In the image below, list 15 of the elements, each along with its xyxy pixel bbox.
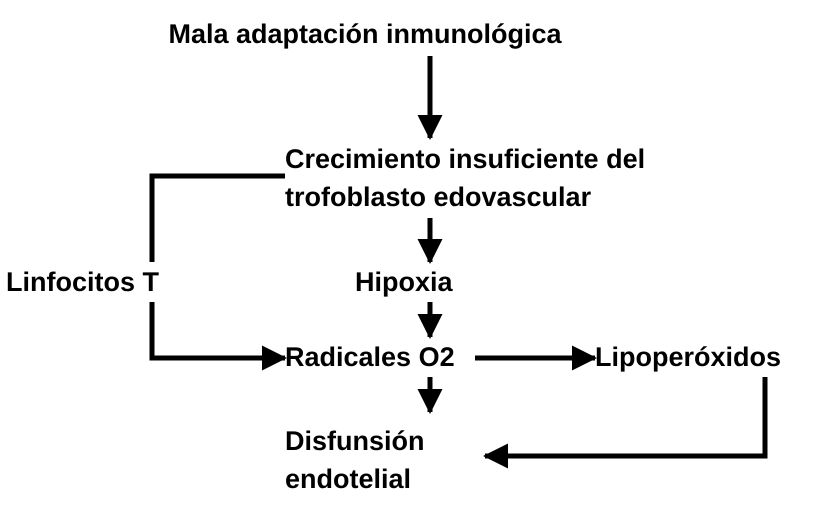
arrow (418, 218, 442, 264)
arrow (483, 377, 768, 468)
node-text: Linfocitos T (6, 266, 159, 299)
connector-line (150, 174, 285, 262)
arrow (475, 346, 597, 370)
node-text: Mala adaptación inmunológica (168, 18, 562, 51)
node-text: Hipoxia (355, 266, 453, 299)
arrow (150, 302, 287, 370)
arrow (418, 377, 442, 414)
node-text: Radicales O2 (285, 341, 455, 374)
node-text: Crecimiento insuficiente del trofoblasto edovascular (285, 143, 646, 214)
node-text: Lipoperóxidos (595, 341, 782, 374)
arrow (418, 56, 442, 140)
node-text: Disfunsión endotelial (285, 425, 426, 496)
arrow (418, 302, 442, 339)
